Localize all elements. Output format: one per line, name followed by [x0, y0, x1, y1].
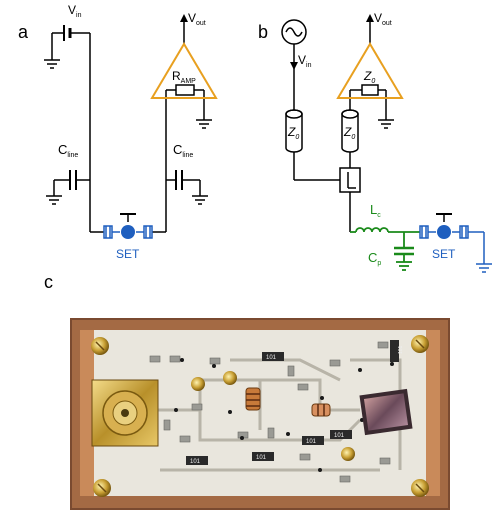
svg-text:101: 101: [306, 439, 317, 445]
vout-arrow-a: [180, 14, 188, 22]
svg-text:101: 101: [398, 345, 404, 354]
sine-wave-icon: [285, 27, 303, 37]
panel-label-b: b: [258, 22, 268, 42]
vout-label-a: Vout: [188, 11, 206, 27]
resistor-r6: 101: [390, 340, 404, 362]
z0-right-coax-label: Z0: [343, 125, 355, 141]
vin-label-a: Vin: [68, 3, 82, 19]
vin-label-b: Vin: [298, 53, 312, 69]
svg-text:101: 101: [334, 433, 345, 439]
resistor-r1: 101: [262, 352, 284, 361]
matching-network: [350, 227, 420, 271]
vout-label-b: Vout: [374, 11, 392, 27]
svg-text:101: 101: [190, 459, 201, 465]
set-device-a: [103, 213, 153, 239]
vout-arrow-b: [366, 14, 374, 22]
set-label-a: SET: [116, 247, 140, 261]
cline-left-label: Cline: [58, 142, 78, 159]
amplifier-triangle-b: [336, 42, 404, 99]
cline-right-label: Cline: [173, 142, 193, 159]
set-island-a: [121, 225, 135, 239]
panel-a-schematic: [44, 18, 212, 233]
ramp-label: RAMP: [172, 69, 196, 85]
z0-left-coax-label: Z0: [287, 125, 299, 141]
amplifier-triangle-a: [150, 42, 218, 99]
resistor-r4: 101: [252, 452, 274, 461]
panel-label-c: c: [44, 272, 53, 292]
svg-text:101: 101: [256, 455, 267, 461]
set-device-b: [419, 213, 492, 273]
resistor-r5: 101: [302, 436, 324, 445]
svg-text:101: 101: [266, 355, 277, 361]
resistor-r2: 101: [330, 430, 352, 439]
lc-label: Lc: [370, 202, 381, 219]
inductor-2: [311, 403, 331, 417]
resistor-r3: 101: [186, 456, 208, 465]
set-island-b: [437, 225, 451, 239]
cp-label: Cp: [368, 250, 381, 267]
pcb-photo: 101 101 101 101 101 101: [70, 318, 450, 510]
set-label-b: SET: [432, 247, 456, 261]
z0-amp-label: Z0: [363, 69, 375, 85]
panel-b-schematic: [285, 18, 394, 232]
panel-label-a: a: [18, 22, 29, 42]
vin-arrow-b: [290, 62, 298, 70]
